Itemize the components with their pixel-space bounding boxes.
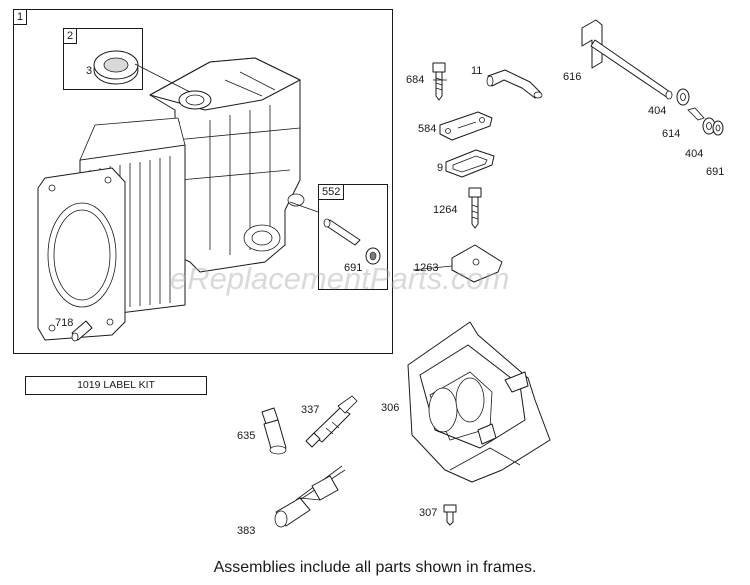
part-label-1264: 1264 (433, 204, 458, 216)
part-label-635: 635 (237, 430, 256, 442)
frame-engine-block-number: 1 (13, 9, 28, 25)
part-label-337: 337 (301, 404, 320, 416)
part-307-drawing (443, 504, 457, 526)
part-552-pin-drawing (323, 218, 361, 246)
frame-seal-assembly (63, 28, 143, 90)
watermark: eReplacementParts.com (170, 261, 510, 296)
part-label-584: 584 (418, 123, 437, 135)
part-337-drawing (305, 395, 358, 448)
part-label-616: 616 (563, 71, 582, 83)
part-label-306: 306 (381, 402, 400, 414)
part-684-drawing (432, 62, 446, 101)
frame-engine-block (13, 9, 393, 354)
part-3-drawing (93, 50, 139, 85)
part-11-drawing (486, 69, 543, 99)
part-718-drawing (71, 320, 93, 342)
part-614-drawing (687, 107, 705, 121)
part-label-691-right: 691 (706, 166, 725, 178)
frame-pin-assembly-number: 552 (318, 184, 345, 200)
part-9-drawing (445, 149, 495, 178)
part-label-691-frame: 691 (344, 262, 363, 274)
part-label-9: 9 (437, 162, 444, 174)
part-label-307: 307 (419, 507, 438, 519)
part-label-684: 684 (406, 74, 425, 86)
part-label-404-lower: 404 (685, 148, 704, 160)
part-label-3: 3 (86, 65, 93, 77)
label-kit-box: 1019 LABEL KIT (25, 376, 207, 395)
footer-note: Assemblies include all parts shown in fr… (213, 559, 537, 576)
part-306-drawing (407, 321, 551, 483)
part-1263-drawing (451, 244, 503, 283)
leader-lines (412, 79, 453, 271)
part-label-718: 718 (55, 317, 74, 329)
frame-pin-assembly (318, 184, 388, 290)
part-label-383: 383 (237, 525, 256, 537)
engine-block-drawing (37, 57, 305, 342)
part-635-drawing (261, 407, 287, 455)
part-616-drawing (581, 19, 673, 100)
part-404-upper-drawing (676, 88, 690, 106)
part-label-1263: 1263 (414, 262, 439, 274)
part-691-frame-washer-drawing (365, 247, 381, 265)
part-label-614: 614 (662, 128, 681, 140)
part-691-right-drawing (712, 120, 724, 136)
part-label-11: 11 (471, 65, 483, 77)
part-label-404-upper: 404 (648, 105, 667, 117)
part-1264-drawing (468, 187, 482, 229)
part-584-drawing (439, 111, 493, 141)
part-383-drawing (274, 465, 346, 528)
frame-seal-assembly-number: 2 (63, 28, 78, 44)
